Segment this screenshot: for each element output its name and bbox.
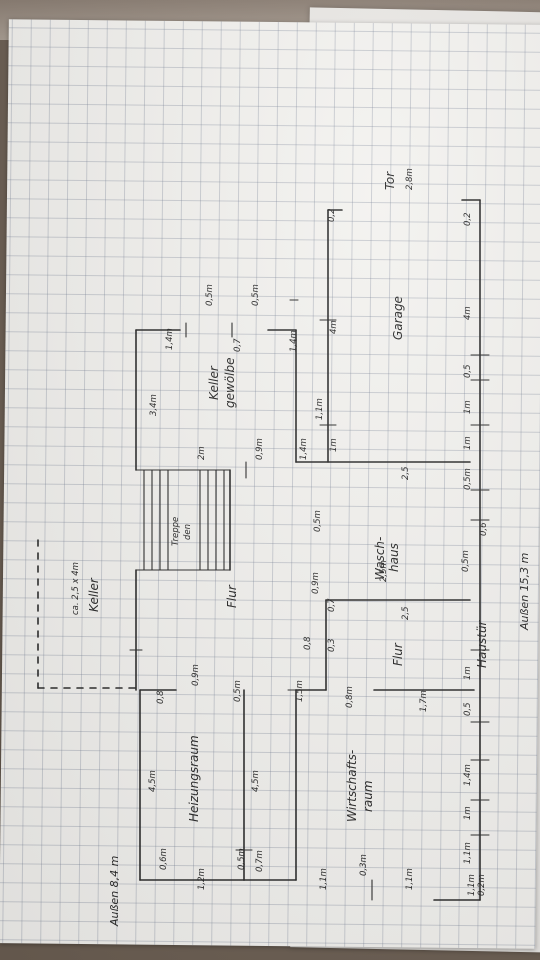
keller-label: Keller xyxy=(87,577,101,612)
dim-label: 4m xyxy=(329,320,339,334)
floor-plan-walls xyxy=(135,199,481,901)
dim-label: 0,2m xyxy=(477,874,487,896)
dim-label: 1,4m xyxy=(165,328,175,350)
dim-label: 1,1m xyxy=(467,874,477,896)
dim-label: 0,2 xyxy=(463,212,473,226)
dim-label: 1m xyxy=(329,438,339,452)
dim-label: 0,5m xyxy=(237,848,247,870)
dim-label: 1,2m xyxy=(197,868,207,890)
dim-label: 1m xyxy=(463,436,473,450)
dim-label: 0,3m xyxy=(359,854,369,876)
room-wirtschaftsraum-line2: raum xyxy=(361,780,375,812)
dimension-labels: 0,6m 4,5m 0,8 4,5m 0,5m 0,5m 0,7m 1,5m 1… xyxy=(148,208,489,896)
room-treppe-line2: den xyxy=(183,524,193,540)
dim-label: 3,4m xyxy=(149,394,159,416)
dim-label: 0,5m xyxy=(251,284,261,306)
room-kellergewoelbe-line1: Keller xyxy=(207,365,221,400)
dim-label: 0,5m xyxy=(313,510,323,532)
dim-label: 0,3 xyxy=(327,638,337,652)
dim-label: 1,7m xyxy=(419,690,429,712)
dim-label: 1m xyxy=(463,666,473,680)
staircase xyxy=(135,469,231,571)
dim-label: 0,8m xyxy=(345,686,355,708)
room-garage: Garage xyxy=(391,296,405,340)
room-treppe-line1: Treppe xyxy=(171,517,181,546)
dim-label: 1m xyxy=(463,400,473,414)
dim-label: 4m xyxy=(463,306,473,320)
dim-label: 0,9m xyxy=(311,572,321,594)
dim-label: 1m xyxy=(463,806,473,820)
dim-label: 1,4m xyxy=(463,764,473,786)
dim-label: 4,5m xyxy=(148,770,158,792)
dim-label: 4,5m xyxy=(251,770,261,792)
dim-label: 2m xyxy=(197,446,207,460)
dim-label: 1,4m xyxy=(299,438,309,460)
dim-label: 0,5m xyxy=(461,550,471,572)
dim-label: 0,7m xyxy=(255,850,265,872)
dim-label: 0,5 xyxy=(463,364,473,378)
dimension-ticks xyxy=(129,299,490,901)
dim-label: 0,8 xyxy=(303,636,313,650)
room-labels: Heizungsraum Wirtschafts- raum Flur Flur… xyxy=(171,296,489,822)
tor-width-label: 2,8m xyxy=(405,168,415,190)
dim-label: 0,9m xyxy=(191,664,201,686)
dim-label: 1,5m xyxy=(295,680,305,702)
dim-label: 1,1m xyxy=(319,868,329,890)
room-heizungsraum: Heizungsraum xyxy=(187,735,201,822)
dim-label: 0,9m xyxy=(255,438,265,460)
dim-label: 0,6 xyxy=(479,522,489,536)
dim-label: 0,5m xyxy=(205,284,215,306)
dim-label: 1,1m xyxy=(315,398,325,420)
dim-label: 0,5 xyxy=(463,702,473,716)
dim-label: 0,8 xyxy=(156,690,166,704)
dim-label: 1,4m xyxy=(289,330,299,352)
room-haustuer: Haustür xyxy=(475,619,489,668)
room-wirtschaftsraum-line1: Wirtschafts- xyxy=(345,750,359,822)
dim-label: 0,5m xyxy=(233,680,243,702)
annotations: Außen 8,4 m Außen 15,3 m Keller ca. 2,5 … xyxy=(71,168,531,927)
dim-label: 1,1m xyxy=(463,842,473,864)
outer-length-right: Außen 8,4 m xyxy=(108,856,121,927)
keller-size-label: ca. 2,5 x 4m xyxy=(71,562,81,615)
dim-label: 1,1m xyxy=(405,868,415,890)
dim-label: 0,7 xyxy=(233,338,243,352)
dim-label: 0,5m xyxy=(463,468,473,490)
room-flur-upper: Flur xyxy=(225,584,239,608)
dim-label: 2,5m xyxy=(379,560,389,582)
dim-label: 2,5 xyxy=(401,466,411,480)
dim-label: 2,5 xyxy=(401,606,411,620)
keller-outline xyxy=(37,539,137,689)
room-waschhaus-line1: Wasch- xyxy=(373,537,387,580)
outer-length-bottom: Außen 15,3 m xyxy=(518,553,531,631)
room-kellergewoelbe-line2: gewölbe xyxy=(223,358,237,409)
dim-label: 0,2 xyxy=(327,208,337,222)
tor-label: Tor xyxy=(383,171,397,190)
dim-label: 0,7 xyxy=(327,598,337,612)
room-flur-lower: Flur xyxy=(391,642,405,666)
dim-label: 0,6m xyxy=(159,848,169,870)
room-waschhaus-line2: haus xyxy=(387,543,401,572)
